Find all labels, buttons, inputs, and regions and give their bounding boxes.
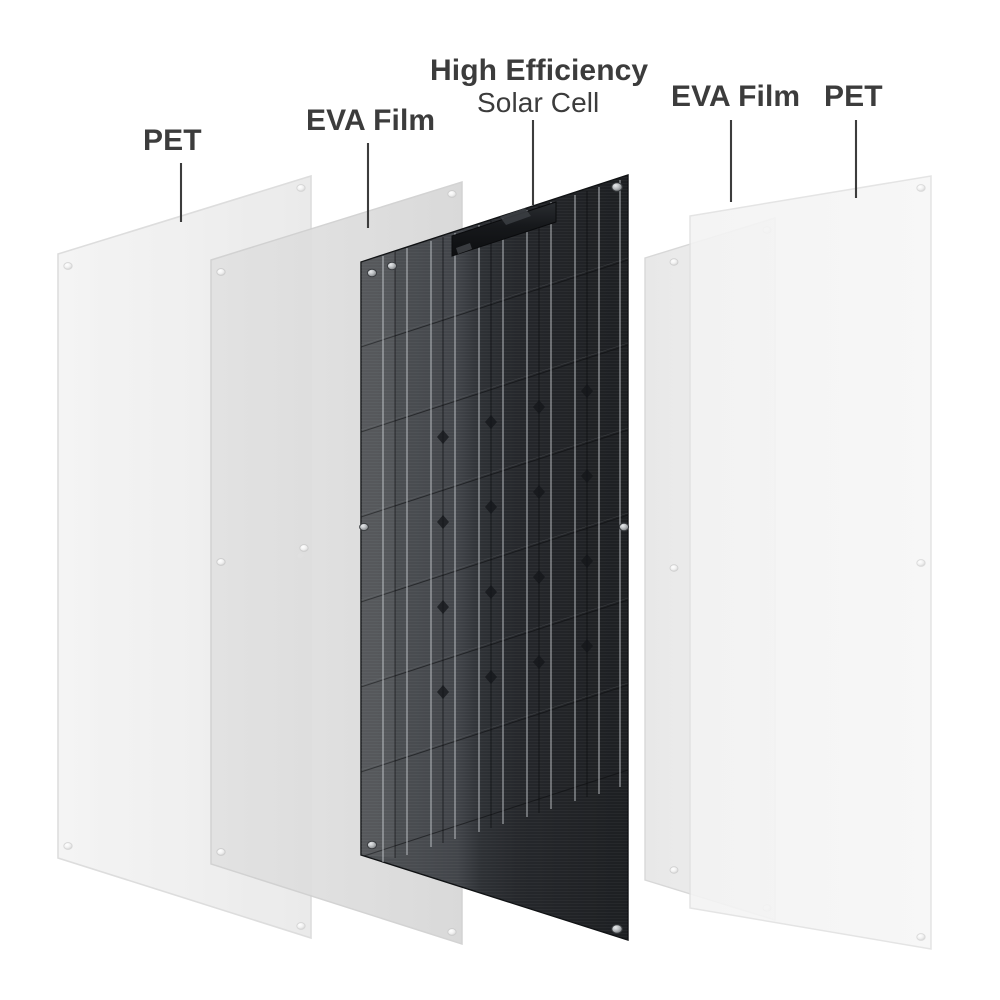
eva-back-grommets (216, 190, 457, 936)
cell-corner-notches (437, 384, 593, 699)
label-solar-cell: Solar Cell (477, 87, 600, 118)
cell-column-seams (394, 191, 588, 858)
junction-box-connector (456, 243, 472, 254)
label-pet-right: PET (824, 80, 883, 113)
busbars (382, 180, 621, 862)
layer-pet-front (689, 175, 932, 950)
junction-box-highlight (500, 208, 531, 225)
pet-front-grommets (916, 184, 926, 941)
cell-row-lines (361, 259, 628, 858)
junction-box (451, 201, 557, 257)
solar-cell-surface-detail (361, 175, 628, 940)
label-pet-left: PET (143, 124, 202, 157)
solar-cell-grommets (359, 182, 630, 934)
leader-lines (179, 120, 858, 228)
pet-front-face (689, 175, 932, 950)
cell-row-highlights (361, 257, 628, 771)
label-eva-film-left: EVA Film (306, 104, 436, 137)
label-high-efficiency: High Efficiency (430, 54, 649, 87)
layer-solar-cell (359, 174, 630, 941)
label-eva-film-right: EVA Film (671, 80, 801, 113)
